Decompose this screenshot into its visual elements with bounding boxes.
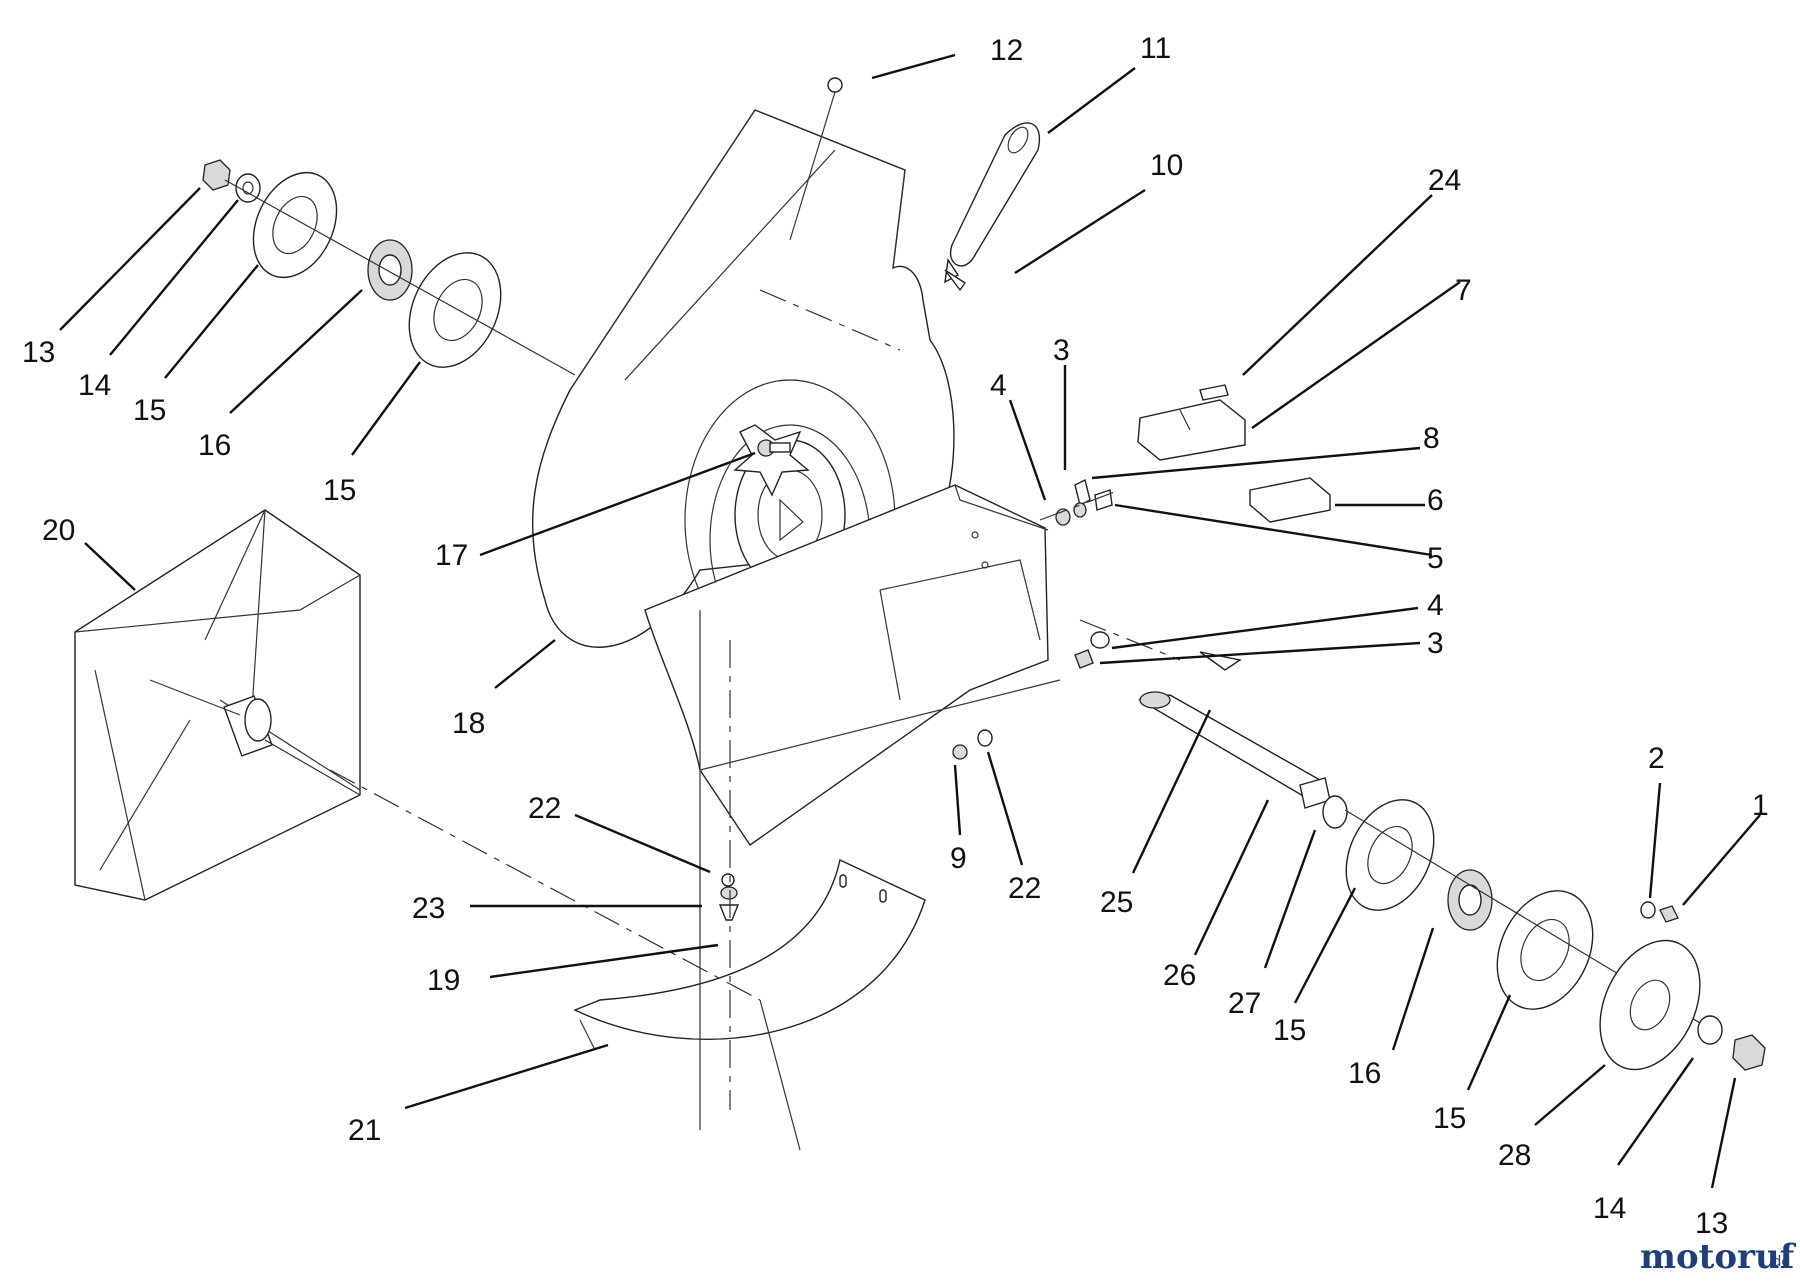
callout-13-upper: 13 xyxy=(22,336,55,369)
callout-22-left: 22 xyxy=(528,792,561,825)
callout-6: 6 xyxy=(1427,484,1444,517)
watermark-suffix: .de xyxy=(1768,1254,1790,1270)
callout-15-lower-b: 15 xyxy=(1433,1102,1466,1135)
callout-9: 9 xyxy=(950,842,967,875)
callout-17: 17 xyxy=(435,539,468,572)
callout-19: 19 xyxy=(427,964,460,997)
callout-3-upper: 3 xyxy=(1053,334,1070,367)
callout-15-upper-a: 15 xyxy=(133,394,166,427)
callout-26: 26 xyxy=(1163,959,1196,992)
shaft-assembly xyxy=(1137,651,1348,829)
left-bearing-stack xyxy=(202,159,576,376)
callout-16-lower: 16 xyxy=(1348,1057,1381,1090)
callout-5: 5 xyxy=(1427,542,1444,575)
leader-lines xyxy=(59,53,1761,1189)
callout-18: 18 xyxy=(452,707,485,740)
chute-lever xyxy=(759,77,1041,351)
callout-22-right: 22 xyxy=(1008,872,1041,905)
callout-3-lower: 3 xyxy=(1427,627,1444,660)
frame-bracket xyxy=(644,484,1061,846)
callout-15-upper-b: 15 xyxy=(323,474,356,507)
callout-11: 11 xyxy=(1140,32,1171,65)
callout-23: 23 xyxy=(412,892,445,925)
lower-plate xyxy=(329,610,993,1151)
callout-15-lower-a: 15 xyxy=(1273,1014,1306,1047)
callout-13-lower: 13 xyxy=(1695,1207,1728,1240)
callout-24: 24 xyxy=(1428,164,1461,197)
pulley-assembly xyxy=(1599,901,1766,1071)
callout-labels: 12 11 10 24 7 3 4 8 6 5 4 3 13 14 15 16 … xyxy=(22,32,1769,1240)
callout-28: 28 xyxy=(1498,1139,1531,1172)
callout-14-upper: 14 xyxy=(78,369,111,402)
callout-7: 7 xyxy=(1455,274,1472,307)
impeller-fan xyxy=(74,509,361,901)
callout-14-lower: 14 xyxy=(1593,1192,1626,1225)
callout-16-upper: 16 xyxy=(198,429,231,462)
callout-2: 2 xyxy=(1648,742,1665,775)
watermark-brand: motoruf xyxy=(1640,1237,1797,1277)
callout-12: 12 xyxy=(990,34,1023,67)
callout-21: 21 xyxy=(348,1114,381,1147)
star-hub xyxy=(733,424,810,497)
callout-27: 27 xyxy=(1228,987,1261,1020)
callout-25: 25 xyxy=(1100,886,1133,919)
callout-1: 1 xyxy=(1752,789,1769,822)
callout-10: 10 xyxy=(1150,149,1183,182)
right-hardware xyxy=(1039,384,1331,669)
callout-20: 20 xyxy=(42,514,75,547)
callout-4-upper: 4 xyxy=(990,369,1007,402)
callout-4-lower: 4 xyxy=(1427,589,1444,622)
watermark: motoruf .de xyxy=(1640,1237,1797,1277)
callout-8: 8 xyxy=(1423,422,1440,455)
